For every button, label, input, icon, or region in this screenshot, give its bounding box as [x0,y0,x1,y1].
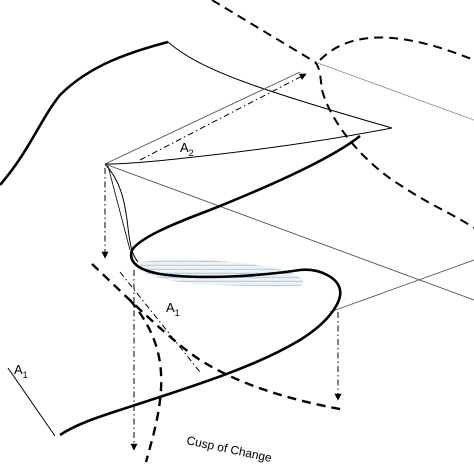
surface-upper-curve [0,40,169,186]
label-a1-inner: A1 [166,300,180,318]
fold-edge-left [104,163,139,263]
label-a2: A2 [180,140,194,158]
dashdot-arrow-top [139,73,307,161]
control-plane-top-edge [104,71,301,165]
control-plane-back-guide [104,163,474,301]
upper-sheet-left-edge [167,41,393,129]
cusp-projection-dashed-lower [129,299,163,463]
dashdot-diagonal [119,271,201,373]
fold-edge-left-tick [107,165,131,251]
label-cusp-of-change: Cusp of Change [185,433,273,465]
control-plane-left-edge [7,367,56,437]
surface-fold-curve [59,134,361,437]
control-plane-mid-guide [329,259,474,313]
dashed-projection-curve [319,36,474,61]
upper-sheet-front-edge [104,127,393,165]
control-plane-right-guide [314,61,474,121]
cusp-projection-dashed [91,263,346,412]
dashed-fold-line-upper [321,89,474,229]
shaded-fold-region [140,259,303,287]
dashed-line-top [211,0,323,91]
label-a1-outer: A1 [14,362,28,380]
